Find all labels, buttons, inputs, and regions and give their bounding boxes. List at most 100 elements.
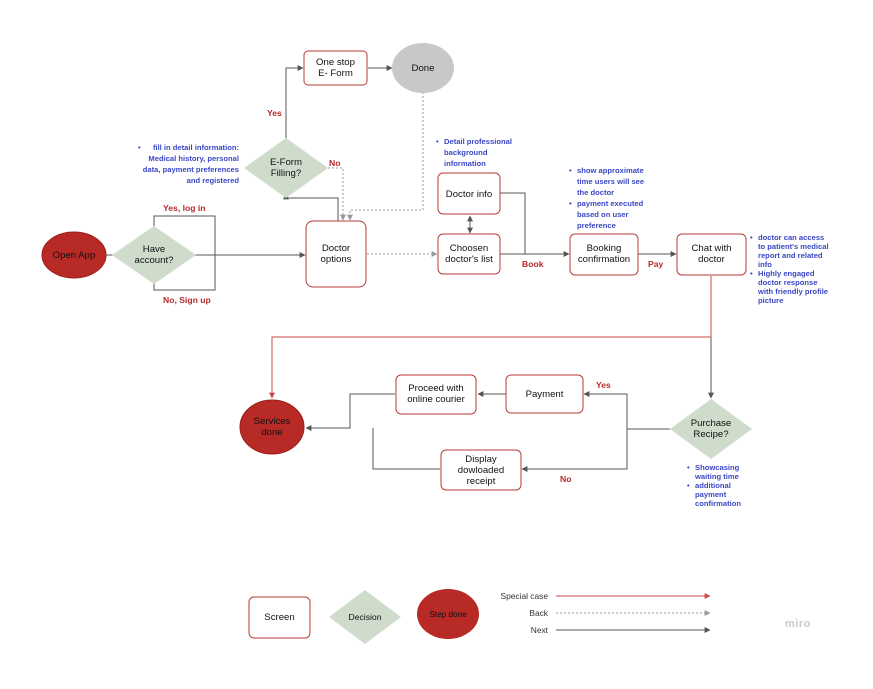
screen-receipt-line1: Display xyxy=(465,454,497,465)
node-services-done: Services done xyxy=(239,399,305,455)
legend-special-case-label: Special case xyxy=(501,591,549,601)
screen-doctor-options-line2: options xyxy=(321,254,352,265)
edge-options-eform xyxy=(283,193,339,222)
note-doctor-info-bullet: • xyxy=(436,137,439,146)
note-booking-1-line2: time users will see xyxy=(577,177,644,186)
decision-have-account: Have account? xyxy=(112,226,196,284)
legend-screen: Screen xyxy=(248,596,311,639)
edge-done-back xyxy=(347,92,424,221)
note-chat-bullet-2: • xyxy=(750,269,753,278)
screen-doctor-options: Doctor options xyxy=(305,220,367,288)
screen-chosen-list: Choosen doctor's list xyxy=(437,233,501,275)
edge-yes-login xyxy=(153,215,216,255)
screen-courier-line2: online courier xyxy=(407,394,465,405)
screen-booking-confirmation: Booking confirmation xyxy=(569,233,639,276)
note-chat-2-line3: with friendly profile xyxy=(757,287,828,296)
edge-purchase-yes xyxy=(583,391,670,430)
note-doctor-info-line1: Detail professional xyxy=(444,137,512,146)
note-chat-bullet-1: • xyxy=(750,233,753,242)
legend-decision-label: Decision xyxy=(349,612,382,622)
edge-eform-yes xyxy=(285,65,304,140)
label-book: Book xyxy=(522,259,544,269)
note-chat-1-line2: to patient's medical xyxy=(758,242,829,251)
note-purchase-2-line1: additional xyxy=(695,481,731,490)
note-purchase-1-line1: Showcasing xyxy=(695,463,740,472)
screen-chat-line2: doctor xyxy=(698,254,725,265)
note-booking: • show approximate time users will see t… xyxy=(569,166,644,230)
screen-one-stop-line2: E- Form xyxy=(318,68,353,79)
note-purchase: • Showcasing waiting time • additional p… xyxy=(687,463,741,508)
note-booking-1-line3: the doctor xyxy=(577,188,614,197)
screen-receipt-line2: dowloaded xyxy=(458,465,504,476)
screen-courier-line1: Proceed with xyxy=(408,383,463,394)
decision-purchase-recipe: Purchase Recipe? xyxy=(670,399,752,459)
note-chat-1-line1: doctor can access xyxy=(758,233,824,242)
screen-display-receipt: Display dowloaded receipt xyxy=(440,449,522,491)
note-purchase-2-line3: confirmation xyxy=(695,499,741,508)
screen-chat-with-doctor: Chat with doctor xyxy=(676,233,747,276)
decision-purchase-line2: Recipe? xyxy=(693,429,728,440)
label-purchase-no: No xyxy=(560,474,571,484)
note-booking-2-line2: based on user xyxy=(577,210,629,219)
edge-purchase-no xyxy=(521,429,628,472)
note-doctor-info-line2: background xyxy=(444,148,488,157)
legend-screen-label: Screen xyxy=(264,612,294,623)
note-chat-1-line4: info xyxy=(758,260,772,269)
note-booking-2-line1: payment executed xyxy=(577,199,644,208)
node-open-app-label: Open App xyxy=(53,250,96,261)
label-pay: Pay xyxy=(648,259,664,269)
edge-special-case xyxy=(269,276,712,399)
legend-step-done: Step done xyxy=(417,589,479,639)
screen-booking-line2: confirmation xyxy=(578,254,630,265)
note-booking-bullet-2: • xyxy=(569,199,572,208)
note-eform: • fill in detail information: Medical hi… xyxy=(138,143,239,185)
screen-booking-line1: Booking xyxy=(587,243,622,254)
decision-have-account-line2: account? xyxy=(135,255,174,266)
note-eform-bullet: • xyxy=(138,143,141,152)
decision-eform-line1: E-Form xyxy=(270,157,302,168)
label-eform-yes: Yes xyxy=(267,108,282,118)
note-doctor-info-line3: information xyxy=(444,159,486,168)
screen-chosen-list-line1: Choosen xyxy=(450,243,488,254)
note-doctor-info: • Detail professional background informa… xyxy=(436,137,512,168)
note-eform-line2: Medical history, personal xyxy=(148,154,239,163)
screen-proceed-courier: Proceed with online courier xyxy=(395,374,477,415)
screen-one-stop-line1: One stop xyxy=(316,57,355,68)
note-chat-2-line1: Highly engaged xyxy=(758,269,815,278)
note-chat-2-line2: doctor response xyxy=(758,278,818,287)
label-yes-login: Yes, log in xyxy=(163,203,206,213)
legend-decision: Decision xyxy=(329,590,401,644)
connectors xyxy=(103,65,714,472)
note-booking-1-line1: show approximate xyxy=(577,166,644,175)
node-done: Done xyxy=(392,43,454,93)
screen-chosen-list-line2: doctor's list xyxy=(445,254,493,265)
note-eform-line4: and registered xyxy=(187,176,240,185)
note-purchase-bullet-1: • xyxy=(687,463,690,472)
screen-doctor-info-label: Doctor info xyxy=(446,189,492,200)
node-open-app: Open App xyxy=(41,231,107,279)
edge-info-book xyxy=(500,192,526,254)
legend-back-label: Back xyxy=(529,608,548,618)
note-purchase-1-line2: waiting time xyxy=(694,472,739,481)
label-purchase-yes: Yes xyxy=(596,380,611,390)
screen-payment: Payment xyxy=(505,374,584,414)
note-eform-line1: fill in detail information: xyxy=(153,143,239,152)
screen-one-stop-eform: One stop E- Form xyxy=(303,50,368,86)
screen-chat-line1: Chat with xyxy=(692,243,732,254)
node-done-label: Done xyxy=(412,63,435,74)
edge-courier-services xyxy=(305,393,395,431)
decision-eform-filling: E-Form Filling? xyxy=(244,138,328,198)
screen-payment-label: Payment xyxy=(526,389,564,400)
note-booking-2-line3: preference xyxy=(577,221,616,230)
edge-eform-no xyxy=(324,167,346,221)
note-chat-1-line3: report and related xyxy=(758,251,823,260)
edge-receipt-services xyxy=(372,428,440,470)
screen-doctor-info: Doctor info xyxy=(437,172,501,215)
note-booking-bullet-1: • xyxy=(569,166,572,175)
decision-have-account-line1: Have xyxy=(143,244,165,255)
note-purchase-bullet-2: • xyxy=(687,481,690,490)
node-services-line1: Services xyxy=(254,416,291,427)
node-services-line2: done xyxy=(261,427,282,438)
decision-purchase-line1: Purchase xyxy=(691,418,732,429)
